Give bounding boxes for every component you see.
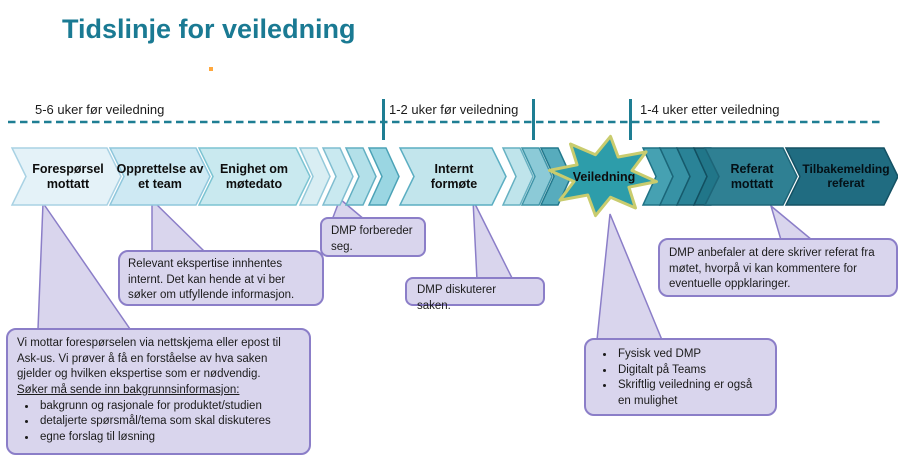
callout-tail-discuss — [472, 199, 515, 281]
bullet-item: Skriftlig veiledning er også en mulighet — [615, 378, 766, 409]
spacer-chevron — [298, 147, 331, 206]
step-label-opprettelse: Opprettelse av et team — [116, 162, 204, 191]
spacer-chevron — [344, 147, 377, 206]
callout-minutes-text: DMP anbefaler at dere skriver referat fr… — [669, 247, 875, 291]
spacer-chevron — [501, 147, 534, 206]
step-chevron-opprettelse — [108, 147, 211, 206]
step-chevron-tilbakemelding — [784, 147, 898, 206]
callout-minutes: DMP anbefaler at dere skriver referat fr… — [658, 238, 898, 297]
step-label-tilbakemelding: Tilbakemelding referat — [802, 161, 890, 190]
orange-dot-decoration — [209, 67, 213, 71]
step-label-referat-mottatt: Referat mottatt — [730, 162, 774, 191]
callout-prepare-text: DMP forbereder seg. — [331, 225, 413, 253]
step-label-enighet: Enighet om møtedato — [219, 162, 289, 191]
step-chevron-enighet — [197, 147, 311, 206]
step-label-internt-formote: Internt formøte — [430, 162, 478, 191]
bullet-item: detaljerte spørsmål/tema som skal diskut… — [37, 414, 300, 430]
page-title: Tidslinje for veiledning — [62, 14, 356, 44]
callout-request-heading: Søker må sende inn bakgrunnsinformasjon: — [17, 383, 240, 396]
bullet-item: Digitalt på Teams — [615, 363, 766, 379]
callout-request-intro: Vi mottar forespørselen via nettskjema e… — [17, 337, 281, 381]
callout-tail-request — [37, 200, 132, 330]
callout-meeting-modes-list: Fysisk ved DMP Digitalt på Teams Skriftl… — [595, 347, 766, 410]
phase-label-before-1-2: 1-2 uker før veiledning — [389, 102, 519, 117]
bullet-item: Fysisk ved DMP — [615, 347, 766, 363]
step-label-veiledning: Veiledning — [572, 170, 636, 184]
callout-prepare: DMP forbereder seg. — [320, 217, 426, 257]
veiledning-star — [548, 134, 658, 218]
callout-tail-team — [151, 198, 207, 253]
callout-team: Relevant ekspertise innhentes internt. D… — [118, 250, 324, 306]
callout-discuss: DMP diskuterer saken. — [405, 277, 545, 312]
callout-request-bullet-list: bakgrunn og rasjonale for produktet/stud… — [17, 399, 300, 446]
spacer-chevron — [520, 147, 553, 206]
bullet-item: egne forslag til løsning — [37, 430, 300, 446]
step-chevron-referat-mottatt — [703, 147, 798, 206]
spacer-chevron — [321, 147, 354, 206]
step-chevron-foresporsel — [10, 147, 122, 206]
callout-team-text: Relevant ekspertise innhentes internt. D… — [128, 258, 295, 302]
phase-label-after-1-4: 1-4 uker etter veiledning — [640, 102, 780, 117]
step-label-foresporsel: Forespørsel mottatt — [32, 162, 104, 191]
callout-tail-minutes — [769, 203, 815, 241]
spacer-chevron — [367, 147, 400, 206]
callout-request-received: Vi mottar forespørselen via nettskjema e… — [6, 328, 311, 455]
step-chevron-internt-formote — [398, 147, 507, 206]
spacer-chevron — [539, 147, 572, 206]
callout-discuss-text: DMP diskuterer saken. — [417, 284, 497, 312]
callout-meeting-modes: Fysisk ved DMP Digitalt på Teams Skriftl… — [584, 338, 777, 416]
callout-tail-meeting-modes — [596, 213, 664, 341]
phase-label-before-5-6: 5-6 uker før veiledning — [35, 102, 165, 117]
bullet-item: bakgrunn og rasjonale for produktet/stud… — [37, 399, 300, 415]
